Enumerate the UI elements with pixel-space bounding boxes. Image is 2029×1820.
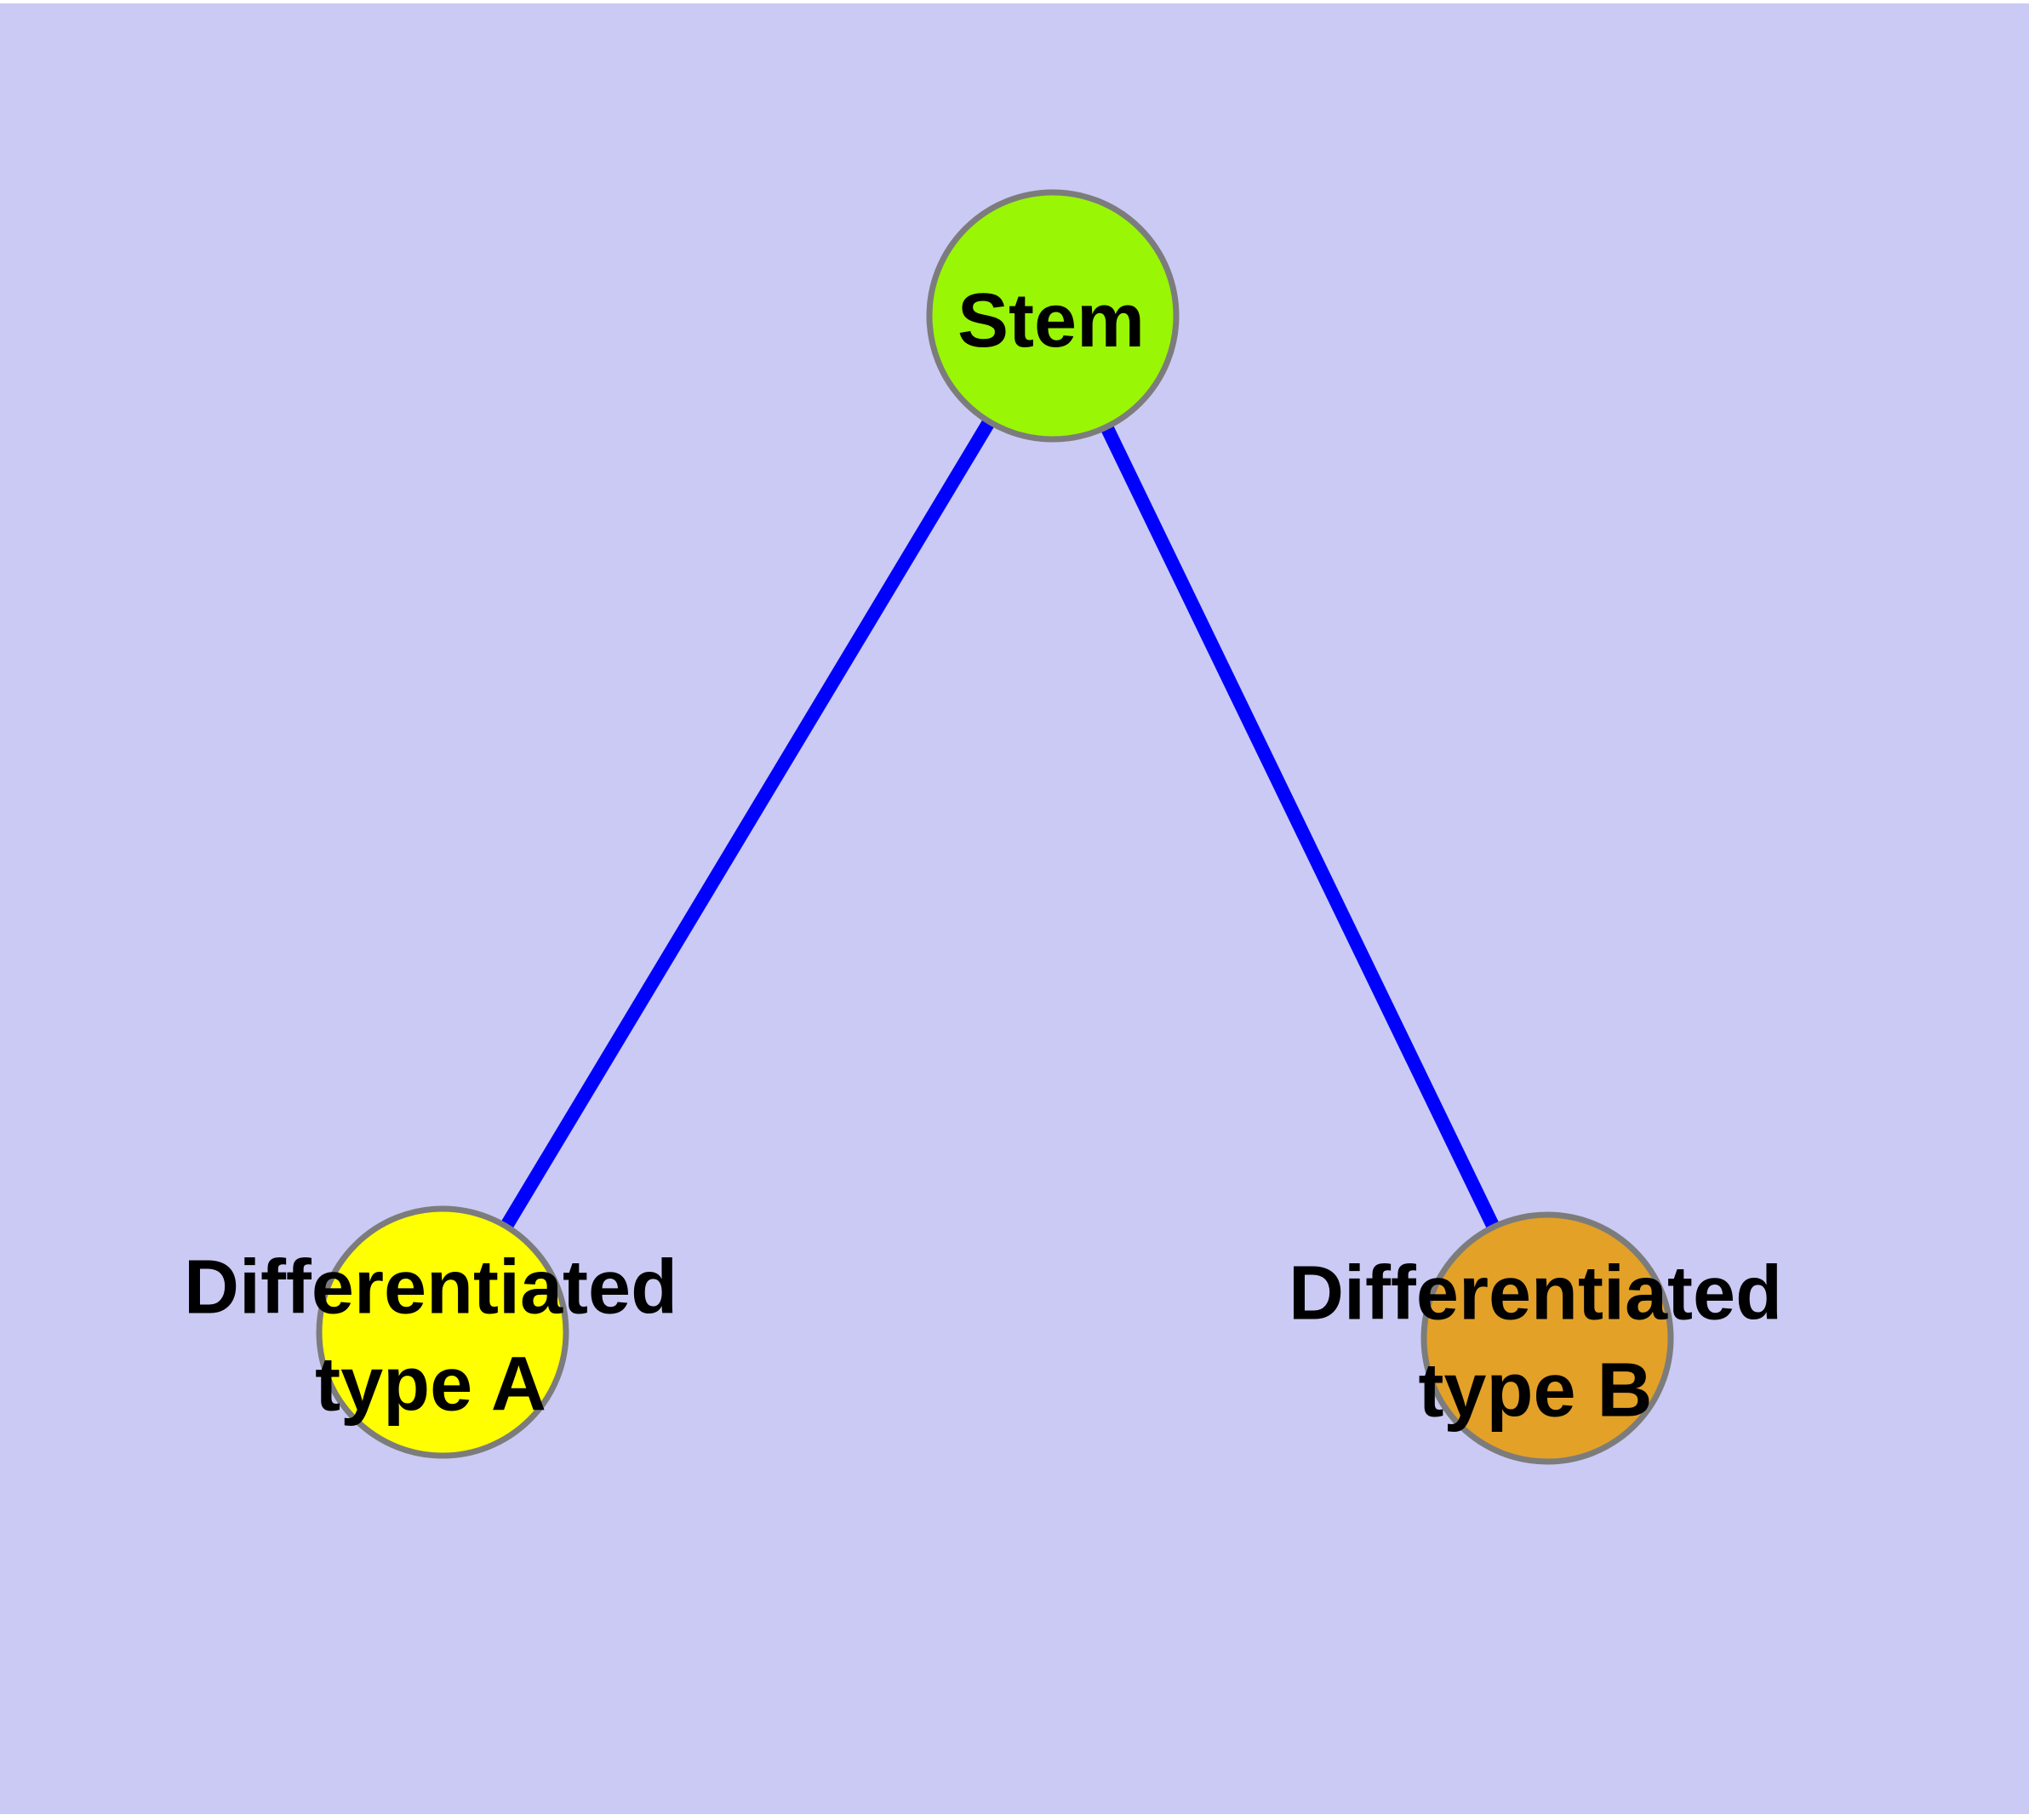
node-label-stem: Stem xyxy=(957,272,1145,369)
node-circle-stem xyxy=(926,189,1180,443)
node-circle-type-a xyxy=(316,1205,569,1459)
node-label-text: Differentiated xyxy=(1288,1251,1783,1336)
edge-stem-to-type-b xyxy=(1046,312,1554,1342)
node-label-text: Stem xyxy=(957,278,1146,363)
node-label-differentiated-type-b: Differentiated type B xyxy=(1289,1245,1782,1440)
node-label-text: type A xyxy=(315,1342,546,1428)
node-label-text: Differentiated xyxy=(183,1245,678,1331)
node-label-text: type B xyxy=(1418,1348,1653,1434)
node-circle-type-b xyxy=(1420,1211,1674,1465)
edge-stem-to-type-a xyxy=(437,312,1059,1336)
node-label-differentiated-type-a: Differentiated type A xyxy=(184,1239,677,1434)
